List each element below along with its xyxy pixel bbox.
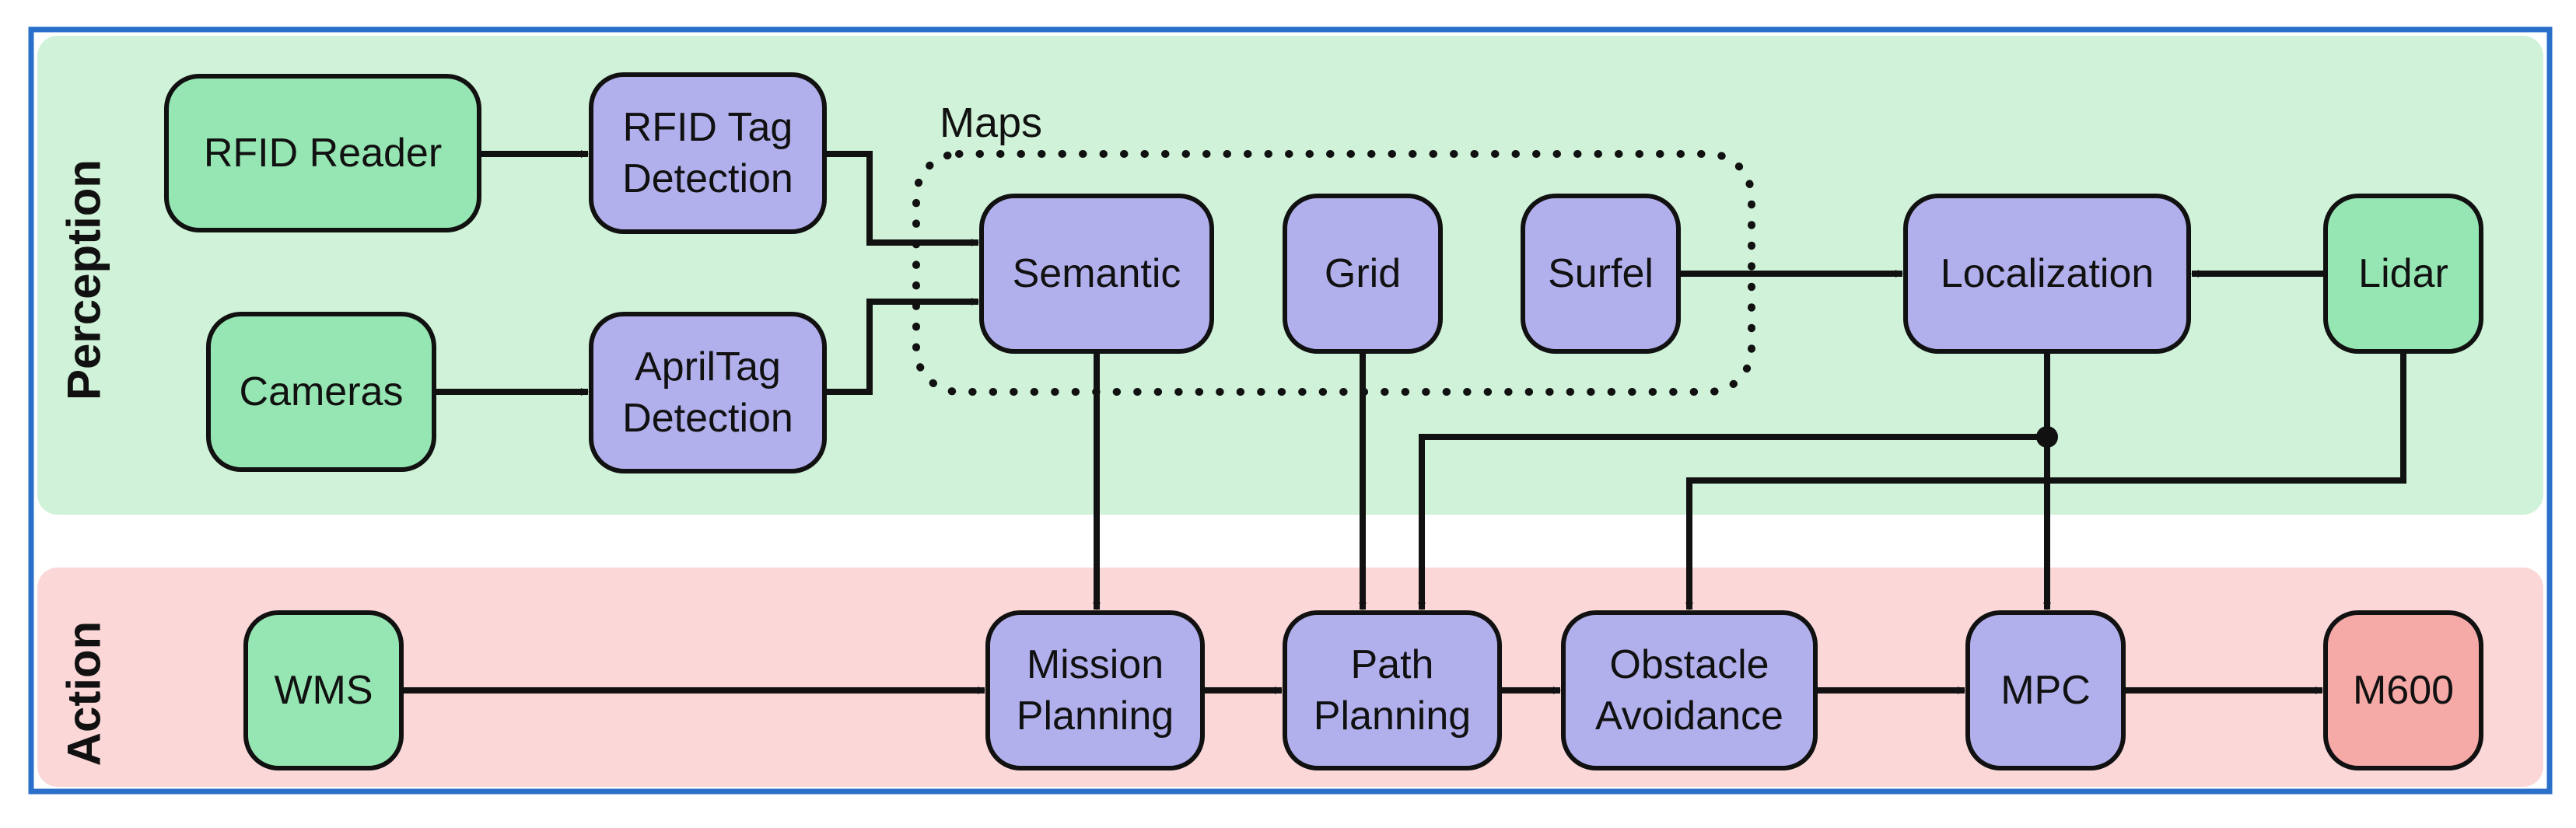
node-mission-box bbox=[985, 610, 1205, 770]
node-lidar: Lidar bbox=[2323, 194, 2483, 354]
node-localization-label: Localization bbox=[1941, 251, 2154, 296]
node-apriltag-box bbox=[589, 312, 827, 473]
node-path-label: Path bbox=[1351, 642, 1434, 687]
maps-group-label: Maps bbox=[940, 100, 1042, 146]
node-surfel-box bbox=[1521, 194, 1681, 354]
node-wms-box bbox=[243, 610, 404, 770]
node-semantic-label: Semantic bbox=[1013, 251, 1181, 296]
node-rfid-tag-box bbox=[589, 72, 827, 234]
node-lidar-box bbox=[2323, 194, 2483, 354]
node-path-box bbox=[1283, 610, 1502, 770]
node-semantic-box bbox=[979, 194, 1214, 354]
node-obstacle-box bbox=[1561, 610, 1818, 770]
diagram-frame bbox=[28, 26, 2553, 795]
action-region-label: Action bbox=[58, 621, 110, 767]
node-m600-box bbox=[2323, 610, 2483, 770]
node-mpc-box bbox=[1965, 610, 2126, 770]
node-cameras-box bbox=[206, 312, 436, 472]
edge-junction-dot bbox=[2036, 426, 2058, 448]
maps-group-boundary bbox=[912, 150, 1755, 396]
node-apriltag-label: Detection bbox=[622, 396, 793, 441]
node-cameras: Cameras bbox=[206, 312, 436, 472]
node-obstacle-label: Obstacle bbox=[1609, 642, 1769, 687]
node-wms: WMS bbox=[243, 610, 404, 770]
edge-apriltag-to-semantic bbox=[824, 298, 979, 395]
node-localization-box bbox=[1903, 194, 2191, 354]
node-grid-box bbox=[1283, 194, 1443, 354]
node-surfel-label: Surfel bbox=[1548, 251, 1654, 296]
node-rfid-reader: RFID Reader bbox=[164, 74, 481, 232]
node-surfel: Surfel bbox=[1521, 194, 1681, 354]
node-rfid-tag-label: Detection bbox=[622, 156, 793, 201]
edge-lidar-to-obstacle bbox=[1685, 351, 2406, 610]
node-rfid-reader-label: RFID Reader bbox=[204, 131, 442, 176]
node-lidar-label: Lidar bbox=[2358, 251, 2448, 296]
node-mpc: MPC bbox=[1965, 610, 2126, 770]
node-localization: Localization bbox=[1903, 194, 2191, 354]
node-mission-label: Planning bbox=[1017, 693, 1174, 739]
node-rfid-reader-box bbox=[164, 74, 481, 232]
edge-rfid-tag-to-semantic bbox=[824, 151, 979, 246]
node-obstacle-label: Avoidance bbox=[1595, 693, 1783, 739]
node-apriltag-label: AprilTag bbox=[635, 344, 781, 390]
node-m600-label: M600 bbox=[2353, 668, 2454, 713]
node-grid: Grid bbox=[1283, 194, 1443, 354]
node-wms-label: WMS bbox=[274, 668, 373, 713]
node-m600: M600 bbox=[2323, 610, 2483, 770]
node-mission-label: Mission bbox=[1027, 642, 1164, 687]
node-semantic: Semantic bbox=[979, 194, 1214, 354]
node-cameras-label: Cameras bbox=[240, 369, 404, 414]
node-mpc-label: MPC bbox=[2000, 668, 2091, 713]
perception-region-label: Perception bbox=[58, 159, 110, 400]
edge-layer bbox=[401, 150, 2406, 694]
node-path-label: Planning bbox=[1314, 693, 1471, 739]
node-rfid-tag-label: RFID Tag bbox=[623, 105, 793, 150]
node-grid-label: Grid bbox=[1325, 251, 1401, 296]
